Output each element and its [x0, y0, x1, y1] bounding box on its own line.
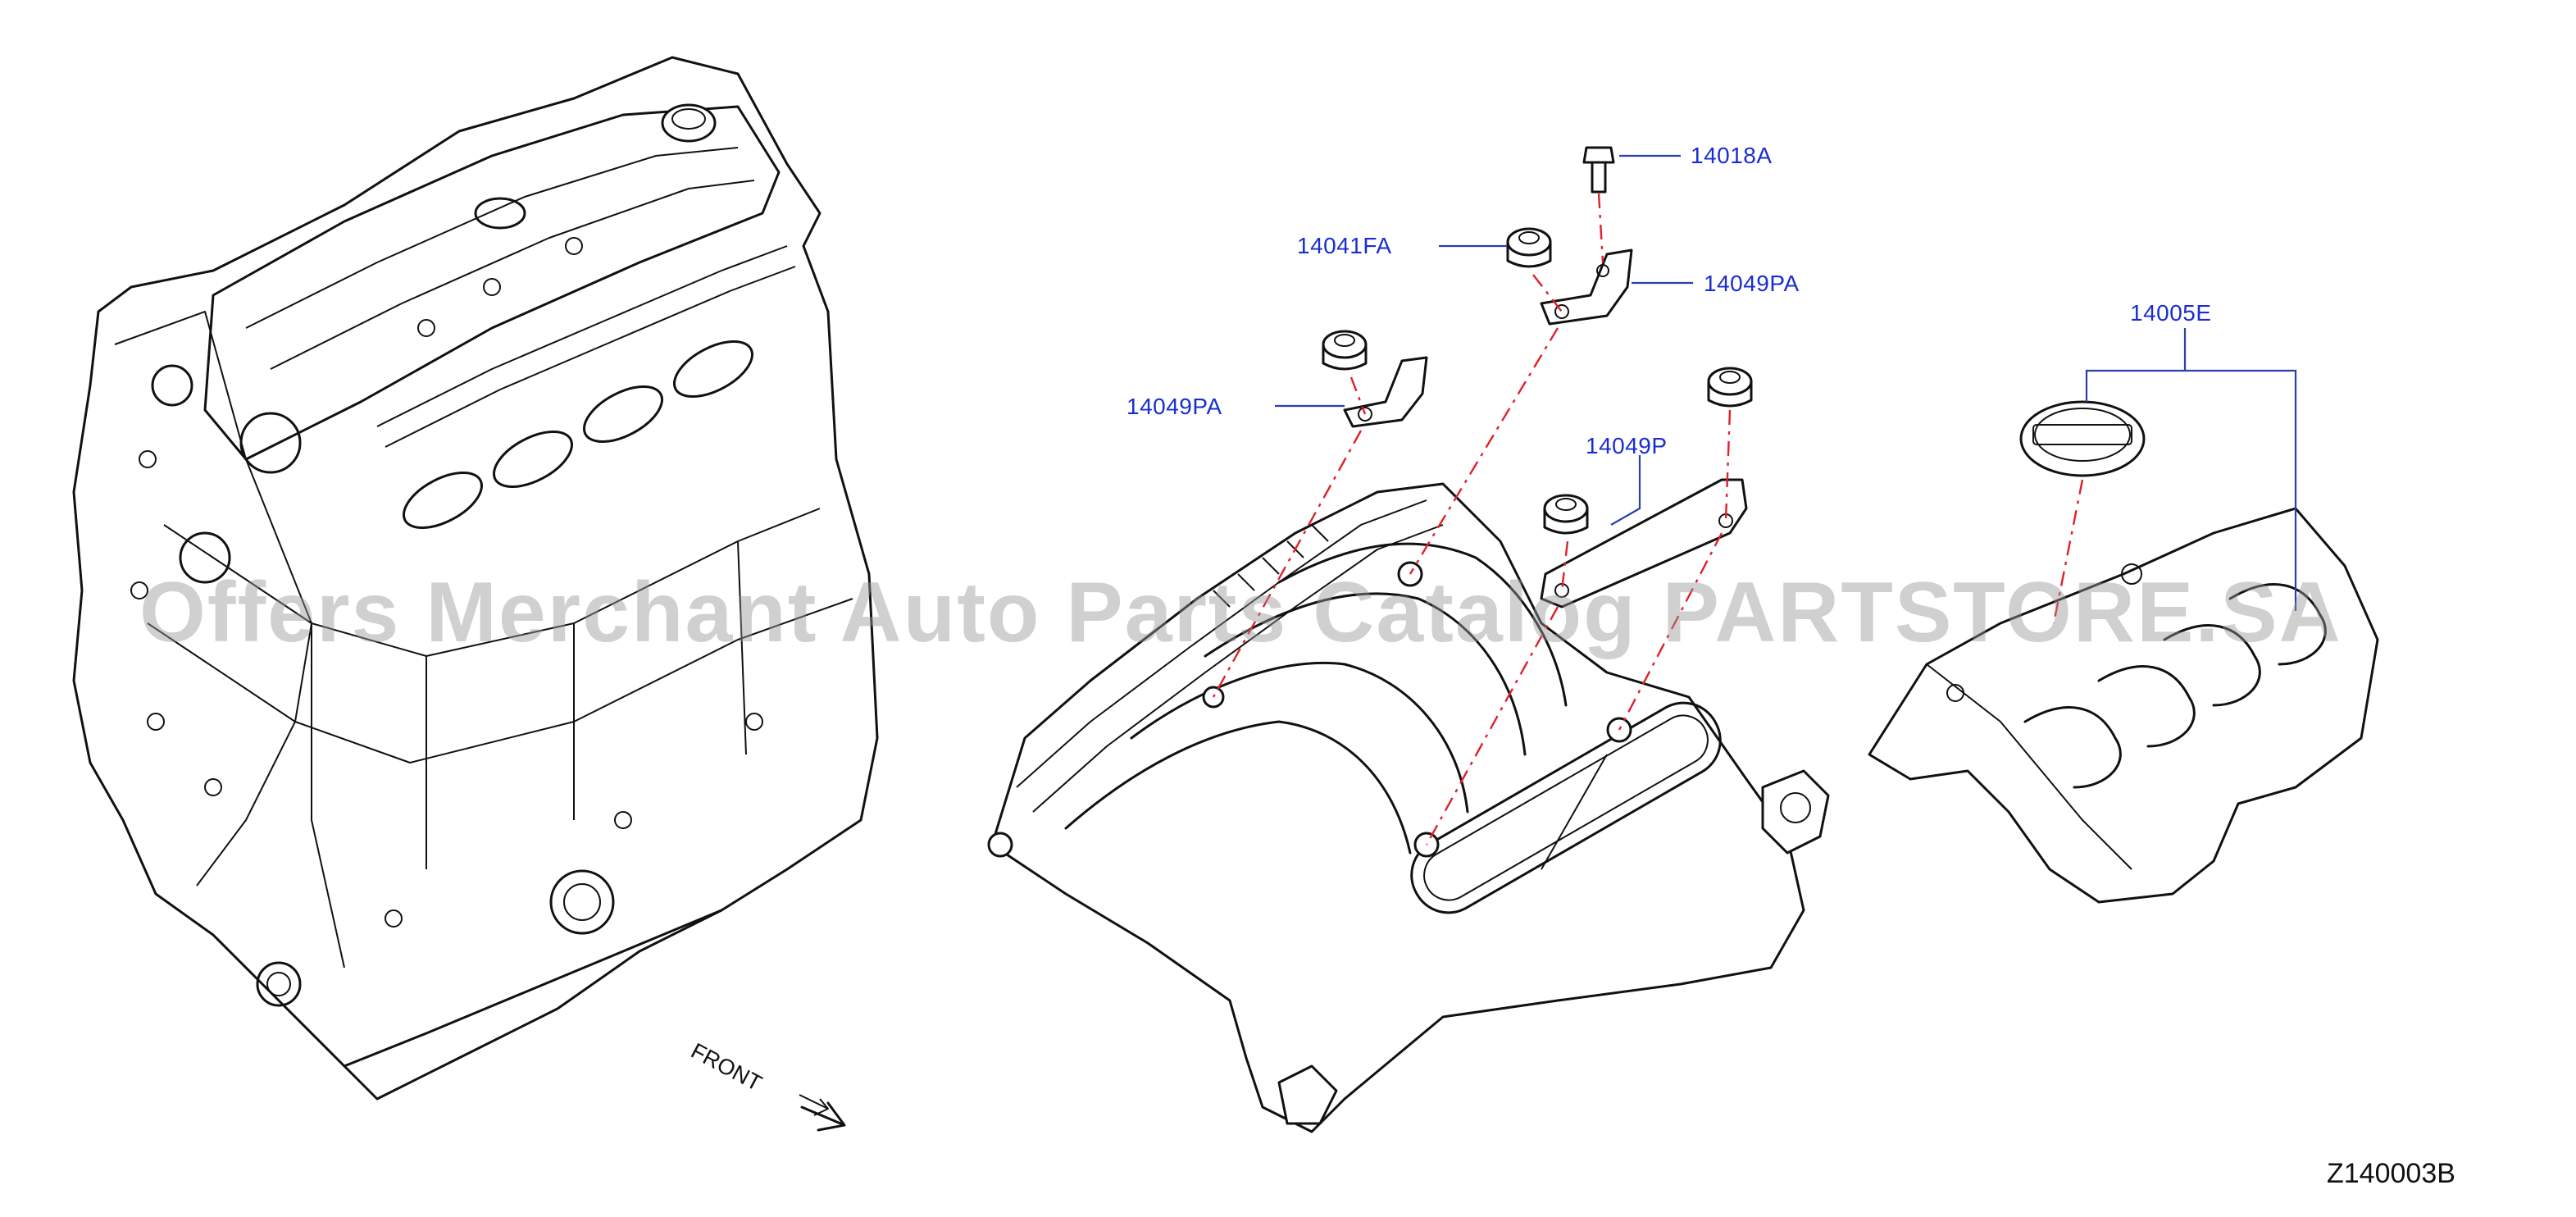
- watermark: Offers Merchant Auto Parts Catalog PARTS…: [139, 565, 2342, 660]
- callout-14041FA[interactable]: 14041FA: [1297, 233, 1392, 258]
- bracket-14049P: [1540, 478, 1748, 608]
- cover-emblem: [2019, 400, 2146, 477]
- callout-14049PA-upper[interactable]: 14049PA: [1704, 271, 1800, 296]
- assembly-lines: [1212, 193, 2084, 846]
- front-arrow-icon: [799, 1094, 846, 1132]
- intake-manifold: [987, 482, 1830, 1133]
- small-parts: [1322, 146, 1753, 608]
- bracket-14049PA-left: [1343, 356, 1428, 428]
- callout-14005E[interactable]: 14005E: [2130, 300, 2212, 326]
- diagram-code: Z140003B: [2327, 1158, 2455, 1189]
- leader-lines: [1275, 154, 2297, 611]
- bolt-14018A-head: [1582, 146, 1615, 164]
- callout-14049PA-left[interactable]: 14049PA: [1126, 394, 1222, 419]
- engine-assembly: [72, 56, 879, 1101]
- engine-cover: [1868, 400, 2379, 904]
- callout-14018A[interactable]: 14018A: [1691, 143, 1773, 168]
- callout-14049P[interactable]: 14049P: [1586, 433, 1668, 458]
- bolt-14018A-shank: [1591, 161, 1607, 194]
